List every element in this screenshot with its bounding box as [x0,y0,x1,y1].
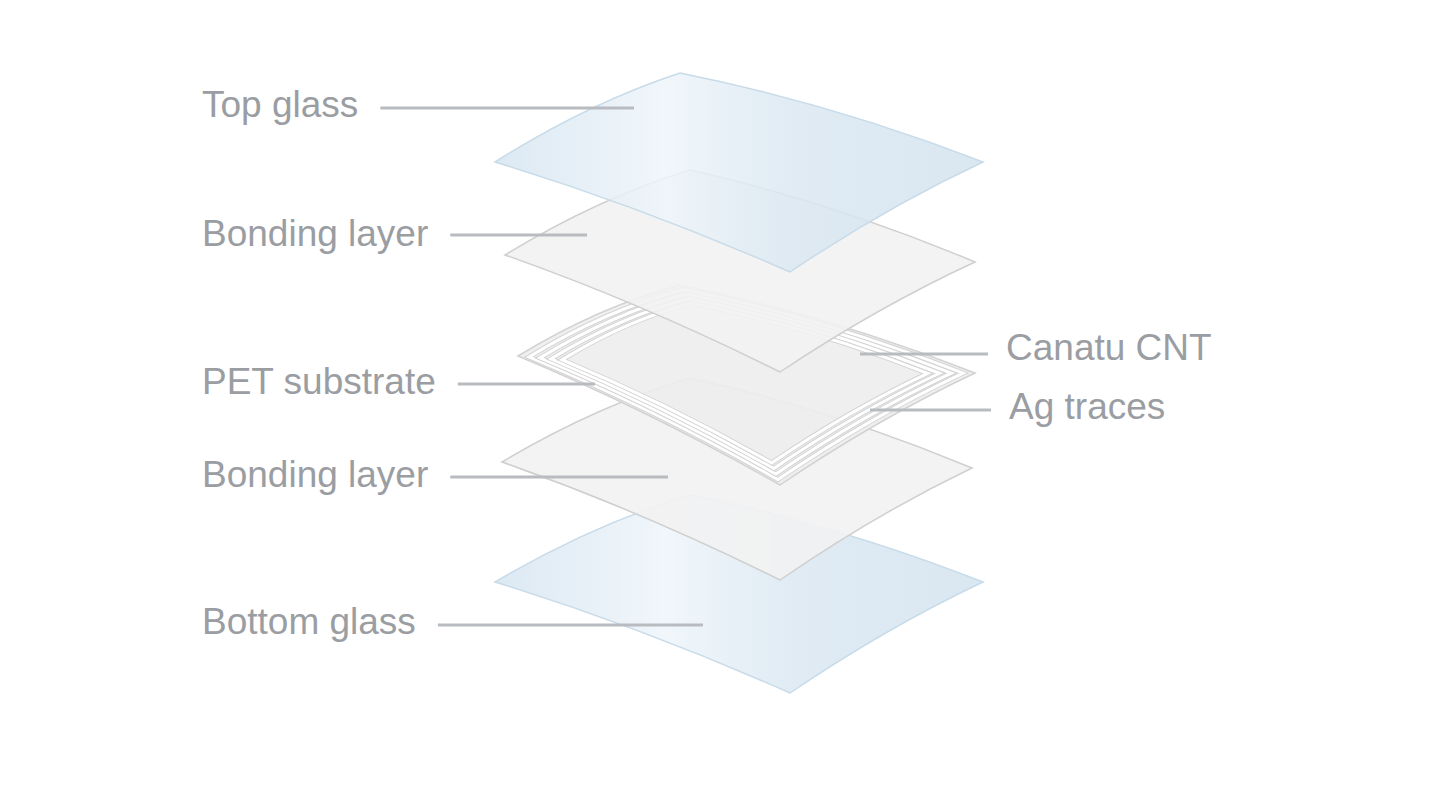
leader-line [438,624,703,627]
leader-line [870,409,991,412]
leader-line [380,107,634,110]
part-label: PET substrate [202,361,436,404]
leader-line [860,353,988,356]
leader-line [450,476,668,479]
part-label: Top glass [202,84,358,127]
glass-sheet [495,73,983,272]
part-label: Ag traces [1009,386,1165,429]
part-label: Bottom glass [202,601,416,644]
leader-line [458,383,595,386]
leader-line [450,234,587,237]
part-label: Bonding layer [202,454,428,497]
part-label: Canatu CNT [1006,327,1212,370]
part-label: Bonding layer [202,213,428,256]
